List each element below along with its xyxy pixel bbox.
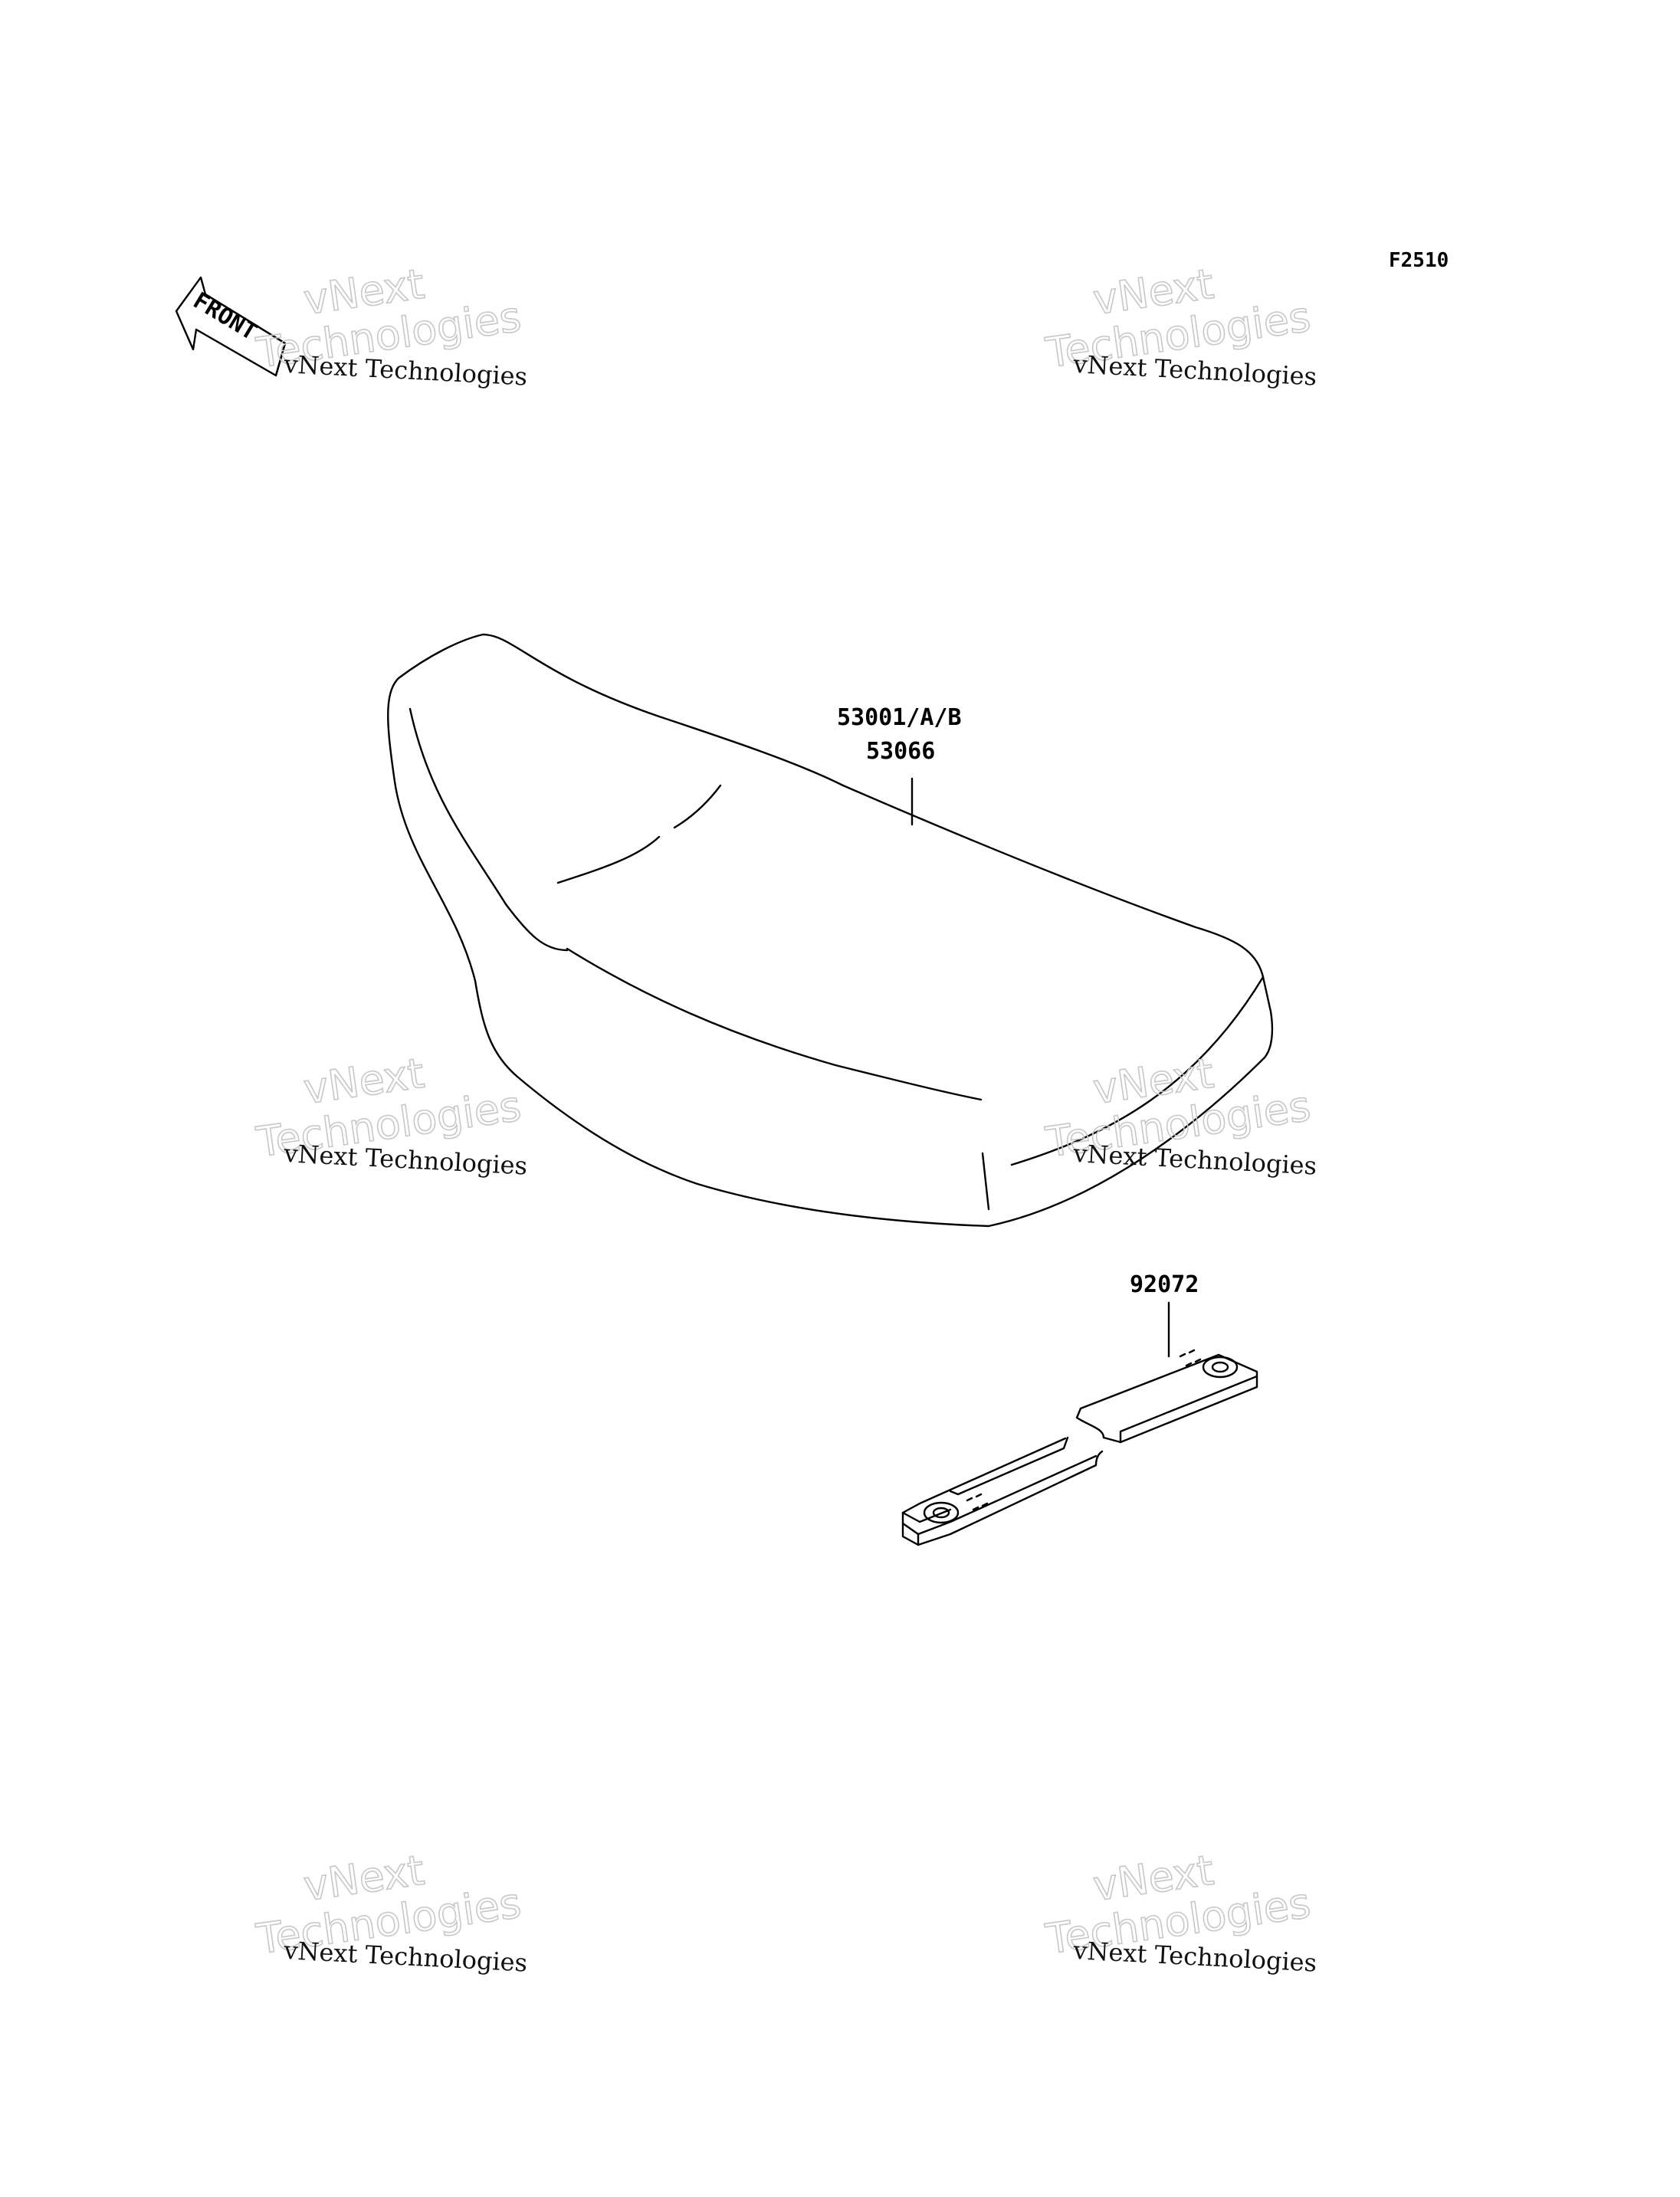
watermark-group: vNext Technologies vNext Technologies vN…: [253, 259, 1317, 1978]
front-label: FRONT: [189, 287, 261, 346]
watermark-small: vNext Technologies: [283, 349, 528, 392]
seat-drawing: [387, 633, 1274, 1228]
seat-callout: 53001/A/B 53066: [837, 704, 962, 826]
strap-callout: 92072: [1130, 1271, 1199, 1358]
figure-code: F2510: [1389, 249, 1449, 272]
watermark-small: vNext Technologies: [1072, 349, 1317, 392]
watermark-small: vNext Technologies: [1072, 1936, 1317, 1978]
strap-part-number: 92072: [1130, 1271, 1199, 1298]
seat-part-number-secondary: 53066: [866, 738, 935, 765]
watermark-small: vNext Technologies: [283, 1139, 528, 1181]
seat-part-number-primary: 53001/A/B: [837, 704, 962, 731]
watermark-small: vNext Technologies: [283, 1936, 528, 1978]
watermark-small: vNext Technologies: [1072, 1139, 1317, 1181]
strap-drawing: [901, 1349, 1258, 1546]
